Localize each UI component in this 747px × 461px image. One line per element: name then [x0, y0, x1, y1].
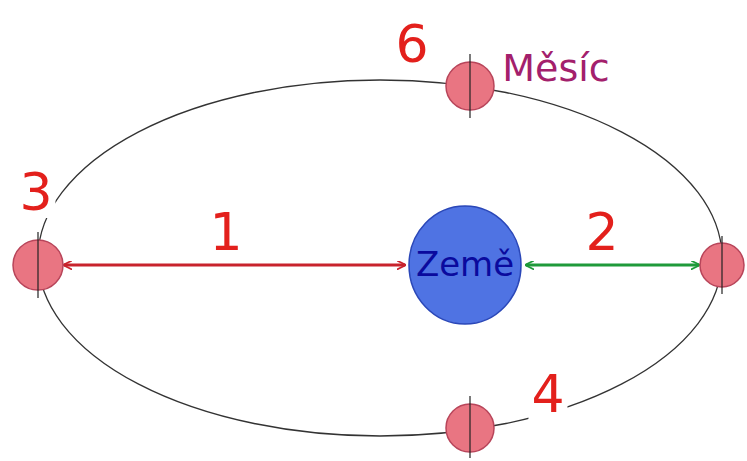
moon-ticks [38, 54, 722, 458]
moon-positions [13, 62, 744, 452]
distance-arrow [526, 264, 699, 267]
callout-number: 3 [16, 166, 55, 218]
earth-label: Země [416, 246, 514, 283]
callout-number: 6 [392, 18, 431, 70]
earth-circle: Země [408, 205, 522, 325]
callout-number: 1 [206, 206, 245, 258]
moon-label: Měsíc [499, 49, 612, 87]
callout-number: 2 [582, 206, 621, 258]
callout-number: 4 [528, 368, 567, 420]
moon-orbit [38, 80, 722, 436]
distance-arrow [64, 264, 405, 267]
